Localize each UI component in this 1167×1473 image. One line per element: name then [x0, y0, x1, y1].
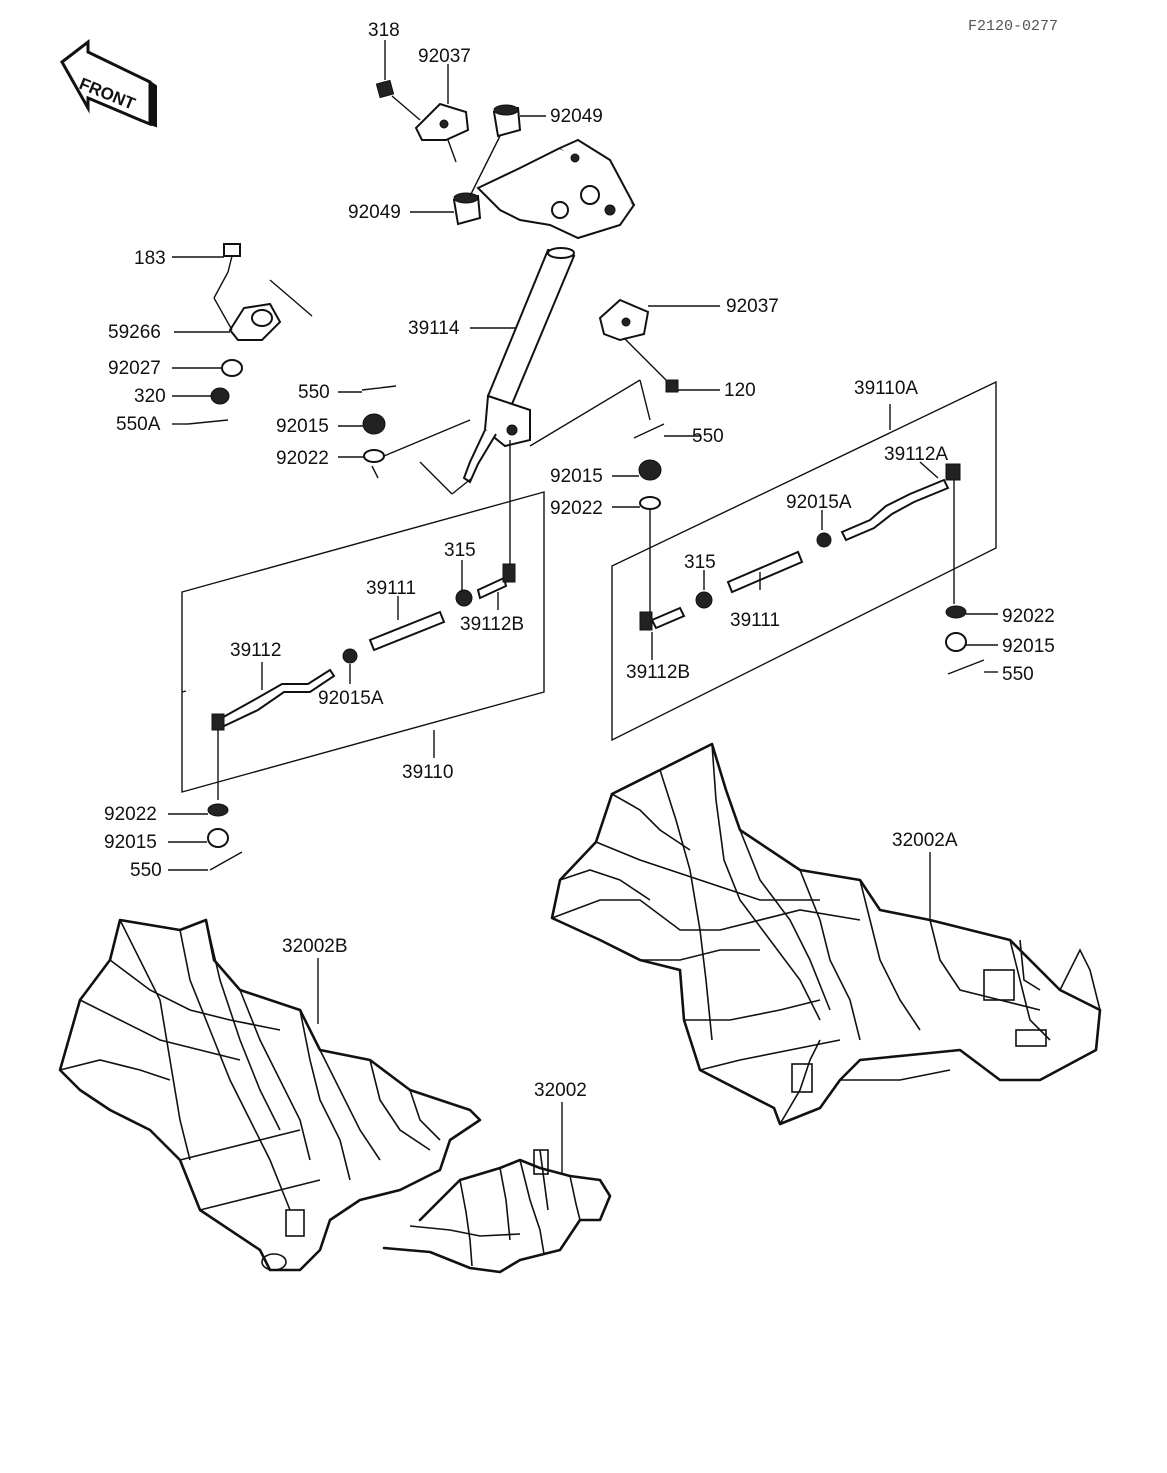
label-315-left: 315 [444, 540, 476, 561]
label-59266: 59266 [108, 322, 161, 343]
bushing-92049-top [492, 104, 522, 138]
label-39110: 39110 [402, 762, 453, 783]
label-92015A-left: 92015A [318, 688, 384, 709]
diagram-code: F2120-0277 [968, 18, 1058, 35]
label-92022-right: 92022 [1002, 606, 1055, 627]
pin-550-right [947, 659, 998, 675]
label-39112B-right: 39112B [626, 662, 690, 683]
washer-92022-right [945, 605, 998, 619]
front-arrow-icon: FRONT [60, 38, 157, 128]
frame-32002B [58, 918, 482, 1272]
label-92015-left: 92015 [276, 416, 329, 437]
label-92015-right: 92015 [1002, 636, 1055, 657]
pin-550-bottom [168, 851, 243, 871]
nut-92015-right [945, 632, 998, 652]
washer-92022-mid [639, 496, 661, 510]
label-39111-right: 39111 [730, 610, 780, 631]
bolt-120 [651, 365, 679, 393]
steering-stem [462, 138, 636, 484]
label-550-right: 550 [1002, 664, 1034, 685]
bolt-183 [223, 243, 241, 273]
leader-lines-top [172, 40, 720, 508]
label-92015-mid: 92015 [550, 466, 603, 487]
nut-92027 [221, 359, 243, 377]
washer-92022-bottom [168, 803, 229, 817]
label-92022-mid: 92022 [550, 498, 603, 519]
tie-rod-assembly-right [611, 380, 997, 742]
label-315-right: 315 [684, 552, 716, 573]
label-92015A-right: 92015A [786, 492, 852, 513]
label-550-mid: 550 [692, 426, 724, 447]
label-92037-right: 92037 [726, 296, 779, 317]
pin-550A [187, 419, 229, 425]
frame-32002 [382, 1102, 612, 1274]
label-92022-left: 92022 [276, 448, 329, 469]
label-39112B-left: 39112B [460, 614, 524, 635]
label-39112: 39112 [230, 640, 281, 661]
frame-32002A [550, 742, 1102, 1126]
holder-59266 [228, 302, 282, 341]
label-32002: 32002 [534, 1080, 587, 1101]
label-39110A: 39110A [854, 378, 918, 399]
label-39111-left: 39111 [366, 578, 416, 599]
clamp-92037-right [598, 298, 650, 342]
label-92027: 92027 [108, 358, 161, 379]
nut-92015-bottom [168, 828, 229, 848]
label-120: 120 [724, 380, 756, 401]
label-92049-top: 92049 [550, 106, 603, 127]
nut-92015-left [362, 413, 386, 435]
label-39112A: 39112A [884, 444, 948, 465]
label-318: 318 [368, 20, 400, 41]
label-550A: 550A [116, 414, 161, 435]
label-92037-top: 92037 [418, 46, 471, 67]
label-39114: 39114 [408, 318, 460, 339]
bushing-92049-mid [452, 192, 482, 226]
part-labels: 318 92037 92049 92049 183 59266 39114 92… [104, 20, 1055, 1101]
tie-rod-assembly-left [181, 440, 545, 800]
clamp-92037-top [414, 102, 470, 141]
label-92022-bottom: 92022 [104, 804, 157, 825]
washer-92022-left [363, 449, 385, 463]
pin-550-left [361, 385, 397, 391]
nut-92015-mid [638, 459, 662, 481]
label-92049-mid: 92049 [348, 202, 401, 223]
label-550-left: 550 [298, 382, 330, 403]
label-183: 183 [134, 248, 166, 269]
label-92015-bottom: 92015 [104, 832, 157, 853]
label-32002A: 32002A [892, 830, 958, 851]
label-32002B: 32002B [282, 936, 348, 957]
pin-550-mid [633, 423, 665, 439]
label-550-bottom: 550 [130, 860, 162, 881]
nut-320 [210, 387, 230, 405]
label-320: 320 [134, 386, 166, 407]
part-318 [375, 79, 395, 99]
